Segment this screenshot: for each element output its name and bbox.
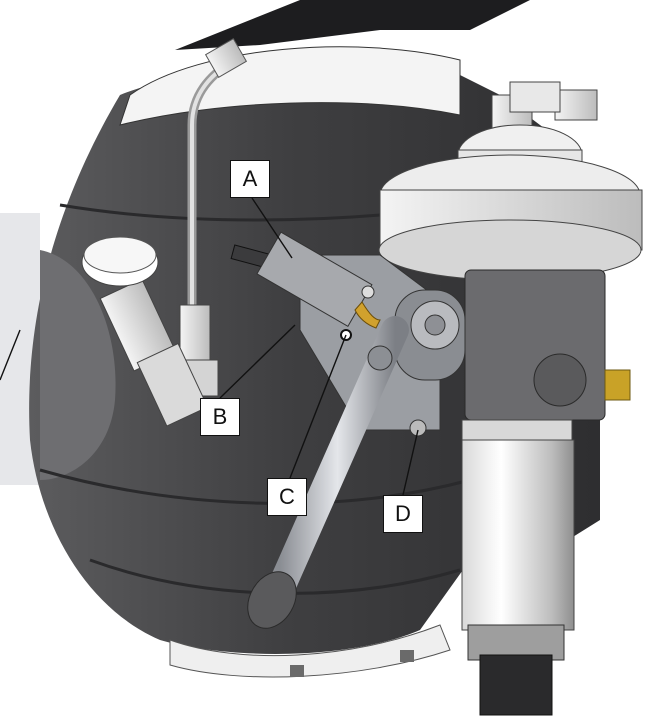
body-band-lower [39,468,471,505]
callout-c: C [267,478,307,516]
leader-line-left [0,329,21,381]
relief-valve [81,236,209,427]
bottom-bolt-2 [400,650,414,662]
callout-a: A [230,160,270,198]
callout-d-label: D [395,501,411,526]
leader-line-a [251,197,293,259]
callout-b-label: B [212,404,228,429]
tube-fitting-bottom [179,304,211,366]
bottom-bolt-1 [290,665,304,677]
tube-fitting-top [204,38,248,78]
leader-line-c [289,334,347,479]
limit-switch [230,231,381,341]
bottom-rim [169,624,451,678]
actuator-assembly [378,81,643,716]
callout-c-label: C [279,484,295,509]
leader-line-b [219,324,296,399]
callout-d: D [383,495,423,533]
lever-handle [247,289,466,629]
callout-a-label: A [242,166,258,191]
callout-b: B [200,398,240,436]
leader-line-d [402,429,419,496]
top-black-band [175,0,530,50]
left-port-opening [40,250,116,480]
